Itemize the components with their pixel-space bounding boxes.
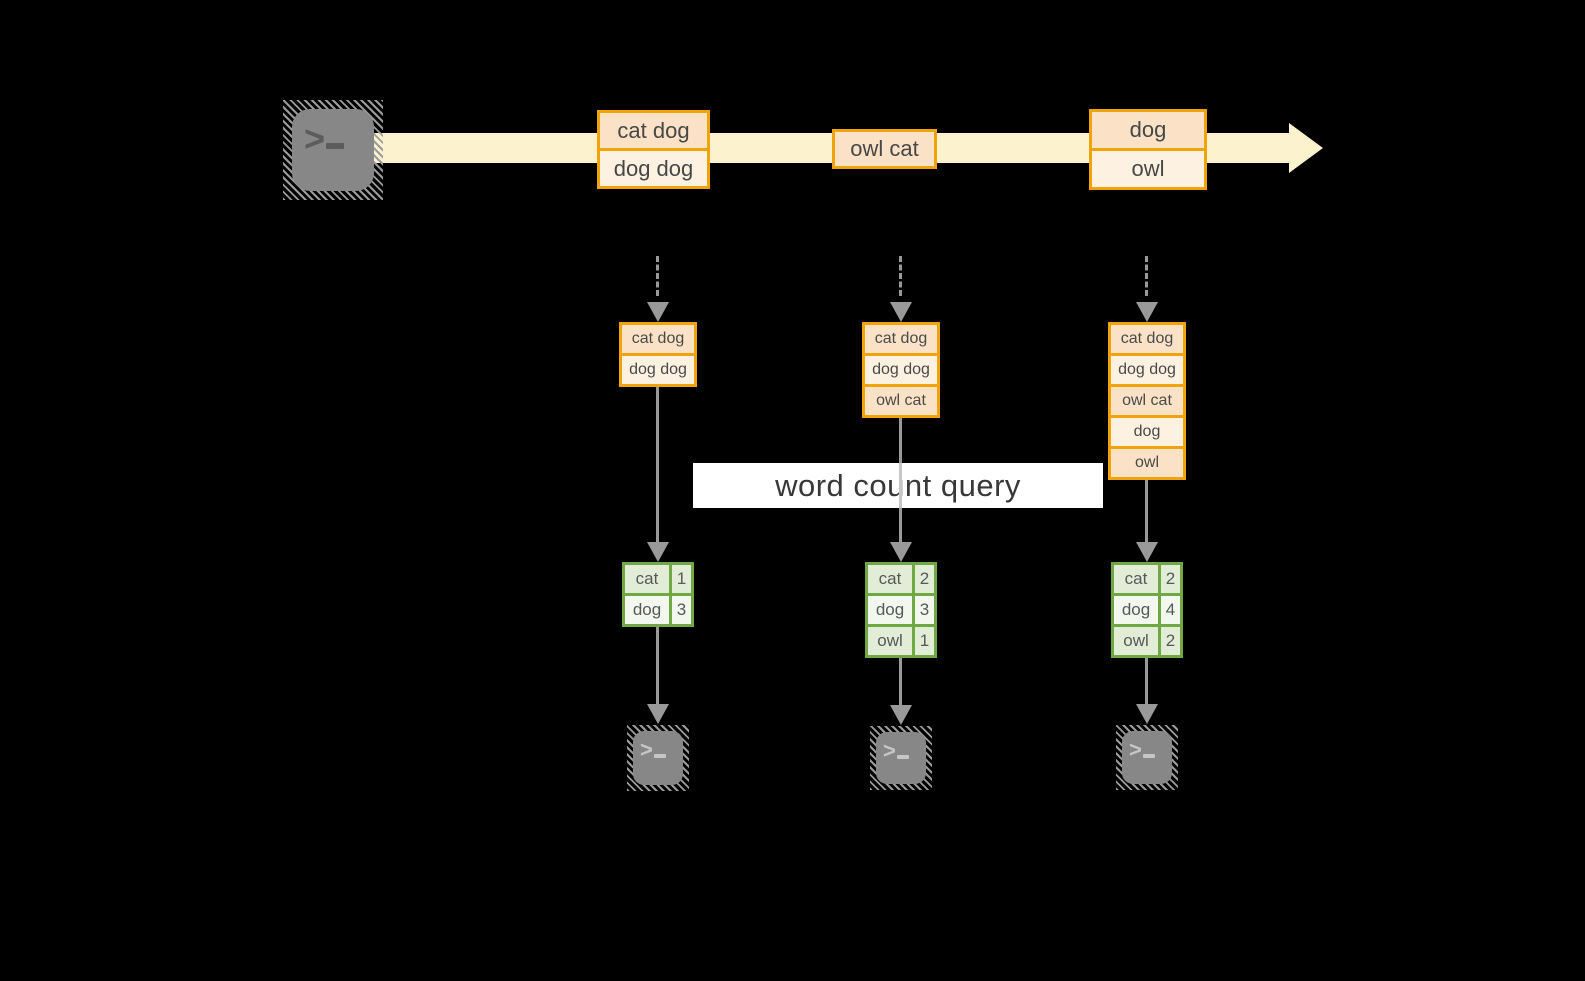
word-cell: cat [625,565,669,593]
terminal-body: > [292,109,374,191]
stream-event-line: cat dog [600,113,707,148]
word-cell: dog [1114,596,1158,624]
query-label: word count query [775,467,1021,503]
count-cell: 1 [672,565,691,593]
count-cell: 2 [1161,627,1180,655]
arrowhead-icon [889,542,912,562]
connector-line [899,658,902,706]
log-row: cat dog [1111,325,1183,353]
log-row: owl cat [1111,384,1183,415]
arrowhead-icon [646,542,669,562]
log-row: owl [1111,446,1183,477]
word-cell: dog [868,596,912,624]
stream-arrowhead-icon [1289,123,1323,173]
prompt-underscore-icon [897,755,909,759]
terminal-body: > [876,732,926,784]
dashed-arrowhead-icon [1135,302,1158,322]
arrowhead-icon [889,705,912,725]
stream-event-box: cat dog dog dog [597,110,710,189]
word-cell: owl [868,627,912,655]
consumer-terminal-icon: > [1116,725,1178,790]
prompt-chevron-icon: > [1129,737,1142,762]
connector-line [656,627,659,705]
word-cell: dog [625,596,669,624]
state-log: cat dog dog dog owl cat dog owl [1108,322,1186,480]
prompt-chevron-icon: > [883,738,896,763]
dashed-arrow [899,256,902,296]
connector-line-over-band [899,463,902,508]
prompt-underscore-icon [654,754,666,758]
log-row: owl cat [865,384,937,415]
word-cell: owl [1114,627,1158,655]
prompt-underscore-icon [1143,754,1155,758]
arrowhead-icon [1135,542,1158,562]
count-cell: 3 [672,596,691,624]
log-row: dog [1111,415,1183,446]
count-table: cat 2 dog 3 owl 1 [865,562,937,658]
stream-event-box: owl cat [832,129,937,169]
terminal-body: > [1122,731,1172,784]
stream-event-line: dog dog [600,148,707,186]
producer-terminal-icon: > [283,100,383,200]
arrowhead-icon [646,704,669,724]
dashed-arrowhead-icon [889,302,912,322]
count-cell: 4 [1161,596,1180,624]
count-cell: 1 [915,627,934,655]
count-cell: 3 [915,596,934,624]
dashed-arrow [1145,256,1148,296]
connector-line [1145,658,1148,705]
count-table: cat 2 dog 4 owl 2 [1111,562,1183,658]
query-label-band: word count query [693,463,1103,508]
count-table: cat 1 dog 3 [622,562,694,627]
log-row: dog dog [1111,353,1183,384]
state-log: cat dog dog dog owl cat [862,322,940,418]
stream-event-line: owl cat [835,132,934,166]
terminal-body: > [633,731,683,785]
word-cell: cat [1114,565,1158,593]
count-cell: 2 [915,565,934,593]
arrowhead-icon [1135,704,1158,724]
consumer-terminal-icon: > [870,726,932,790]
count-cell: 2 [1161,565,1180,593]
stream-event-box: dog owl [1089,109,1207,190]
prompt-chevron-icon: > [640,737,653,762]
log-row: dog dog [865,353,937,384]
stream-event-line: dog [1092,112,1204,148]
dashed-arrow [656,256,659,296]
connector-line [656,387,659,544]
consumer-terminal-icon: > [627,725,689,791]
dashed-arrowhead-icon [646,302,669,322]
log-row: cat dog [622,325,694,353]
stream-event-line: owl [1092,148,1204,187]
log-row: dog dog [622,353,694,384]
connector-line [1145,480,1148,544]
word-cell: cat [868,565,912,593]
log-row: cat dog [865,325,937,353]
prompt-underscore-icon [326,143,344,149]
state-log: cat dog dog dog [619,322,697,387]
prompt-chevron-icon: > [304,118,326,159]
